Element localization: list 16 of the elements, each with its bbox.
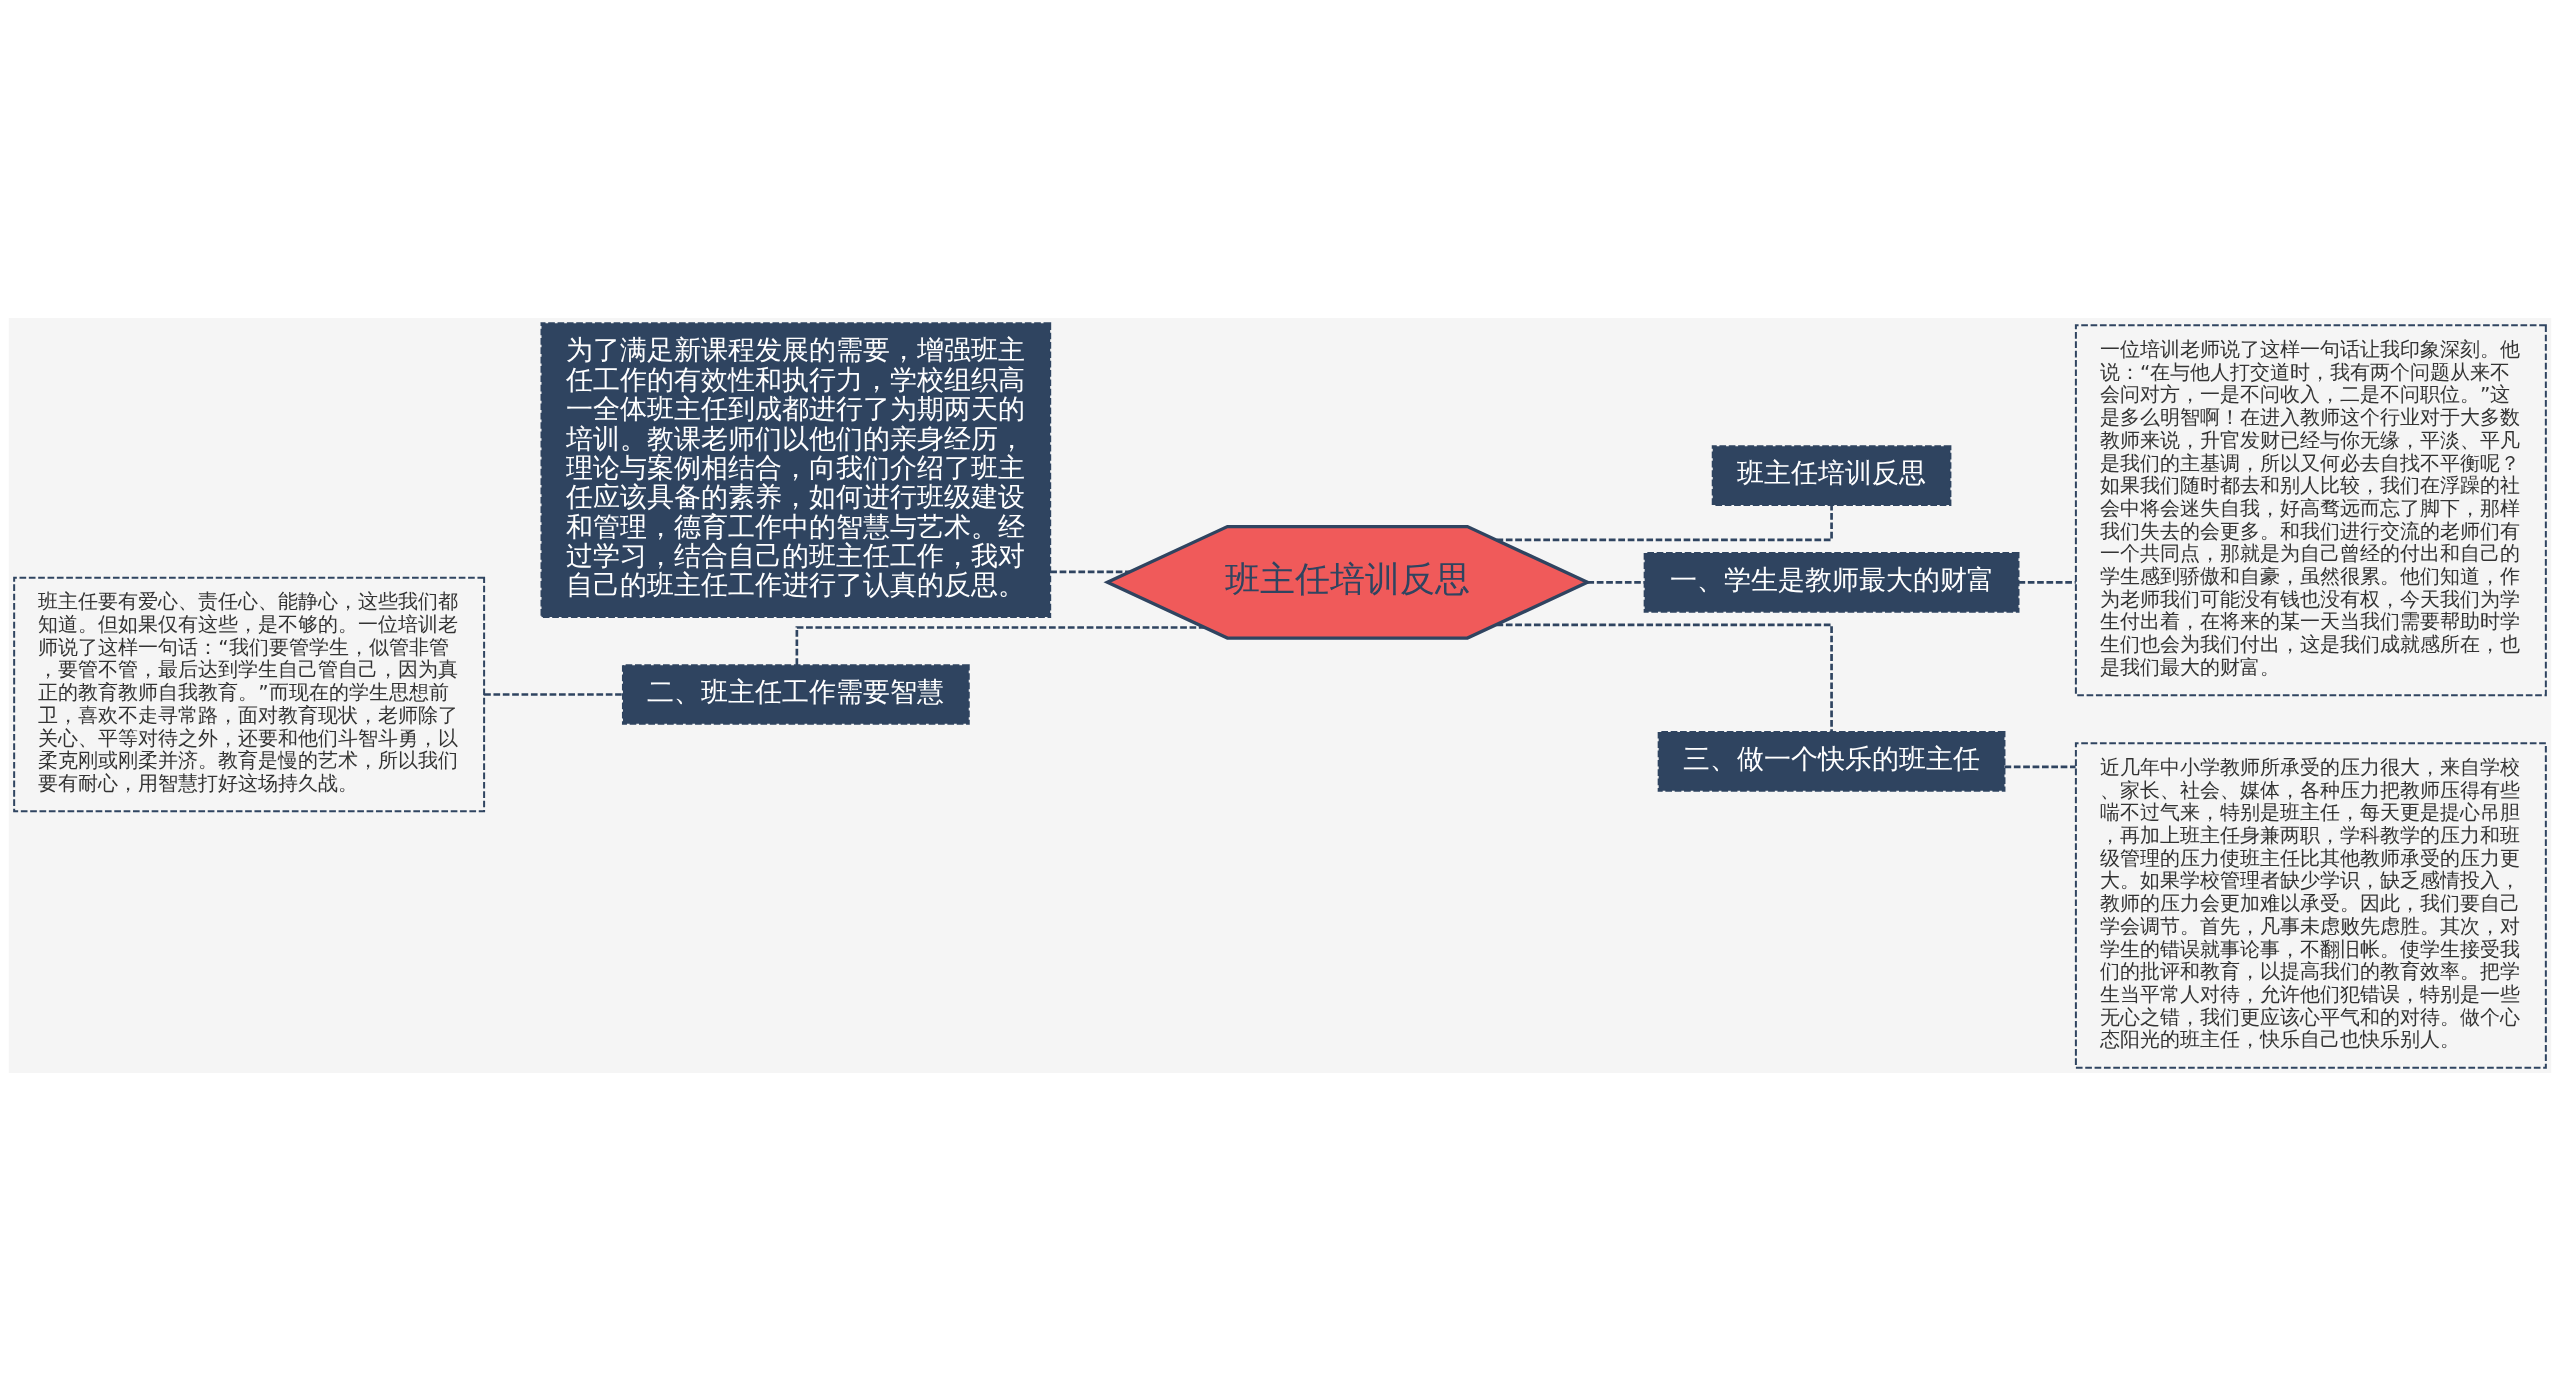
node-box: 为了满足新课程发展的需要，增强班主任工作的有效性和执行力，学校组织高一全体班主任到成都进行了为期两天的培训。教课老师们以他们的亲身经历，理论与案例相结合，向我们介绍了班主任应该具备的素养，如何进行班级建设和管理，德育工作中的智慧与艺术。经过学习，结合自己的班主任工作，我对自己的班主任工作进行了认真的反思。: [540, 322, 1052, 619]
connector: [795, 626, 1205, 665]
node-box: 近几年中小学教师所承受的压力很大，来自学校、家长、社会、媒体，各种压力把教师压得有些喘不过气来，特别是班主任，每天更是提心吊胆，再加上班主任身兼两职，学科教学的压力和班级管理的压力使班主任比其他教师承受的压力更大。如果学校管理者缺少学识，缺乏感情投入，教师的压力会更加难以承受。因此，我们要自己学会调节。首先，凡事未虑败先虑胜。其次，对学生的错误就事论事，不翻旧帐。使学生接受我们的批评和教育，以提高我们的教育效率。把学生当平常人对待，允许他们犯错误，特别是一些无心之错，我们更应该心平气和的对待。做个心态阳光的班主任，快乐自己也快乐别人。: [2074, 742, 2547, 1069]
connector: [1496, 505, 1833, 542]
connector: [1587, 581, 1645, 584]
node-box: 三、做一个快乐的班主任: [1657, 730, 2006, 792]
connector: [1496, 623, 1833, 732]
connector: [484, 693, 623, 696]
node-box: 班主任培训反思: [1711, 445, 1952, 506]
connector: [1050, 570, 1130, 574]
node-box: 班主任要有爱心、责任心、能静心，这些我们都知道。但如果仅有这些，是不够的。一位培训老师说了这样一句话：“我们要管学生，似管非管，要管不管，最后达到学生自己管自己，因为真正的教育教师自我教育。”而现在的学生思想前卫，喜欢不走寻常路，面对教育现状，老师除了关心、平等对待之外，还要和他们斗智斗勇，以柔克刚或刚柔并济。教育是慢的艺术，所以我们要有耐心，用智慧打好这场持久战。: [13, 576, 486, 813]
node-box: 二、班主任工作需要智慧: [621, 664, 970, 725]
node-box: 一位培训老师说了这样一句话让我印象深刻。他说：“在与他人打交道时，我有两个问题从来不会问对方，一是不问收入，二是不问职位。”这是多么明智啊！在进入教师这个行业对于大多数教师来说，升官发财已经与你无缘，平淡、平凡是我们的主基调，所以又何必去自找不平衡呢？如果我们随时都去和别人比较，我们在浮躁的社会中将会迷失自我，好高骛远而忘了脚下，那样我们失去的会更多。和我们进行交流的老师们有一个共同点，那就是为自己曾经的付出和自己的学生感到骄傲和自豪，虽然很累。他们知道，作为老师我们可能没有钱也没有权，今天我们为学生付出着，在将来的某一天当我们需要帮助时学生们也会为我们付出，这是我们成就感所在，也是我们最大的财富。: [2074, 324, 2547, 697]
connector: [2018, 581, 2076, 584]
node-box: 一、学生是教师最大的财富: [1643, 552, 2020, 613]
connector: [2004, 765, 2076, 769]
